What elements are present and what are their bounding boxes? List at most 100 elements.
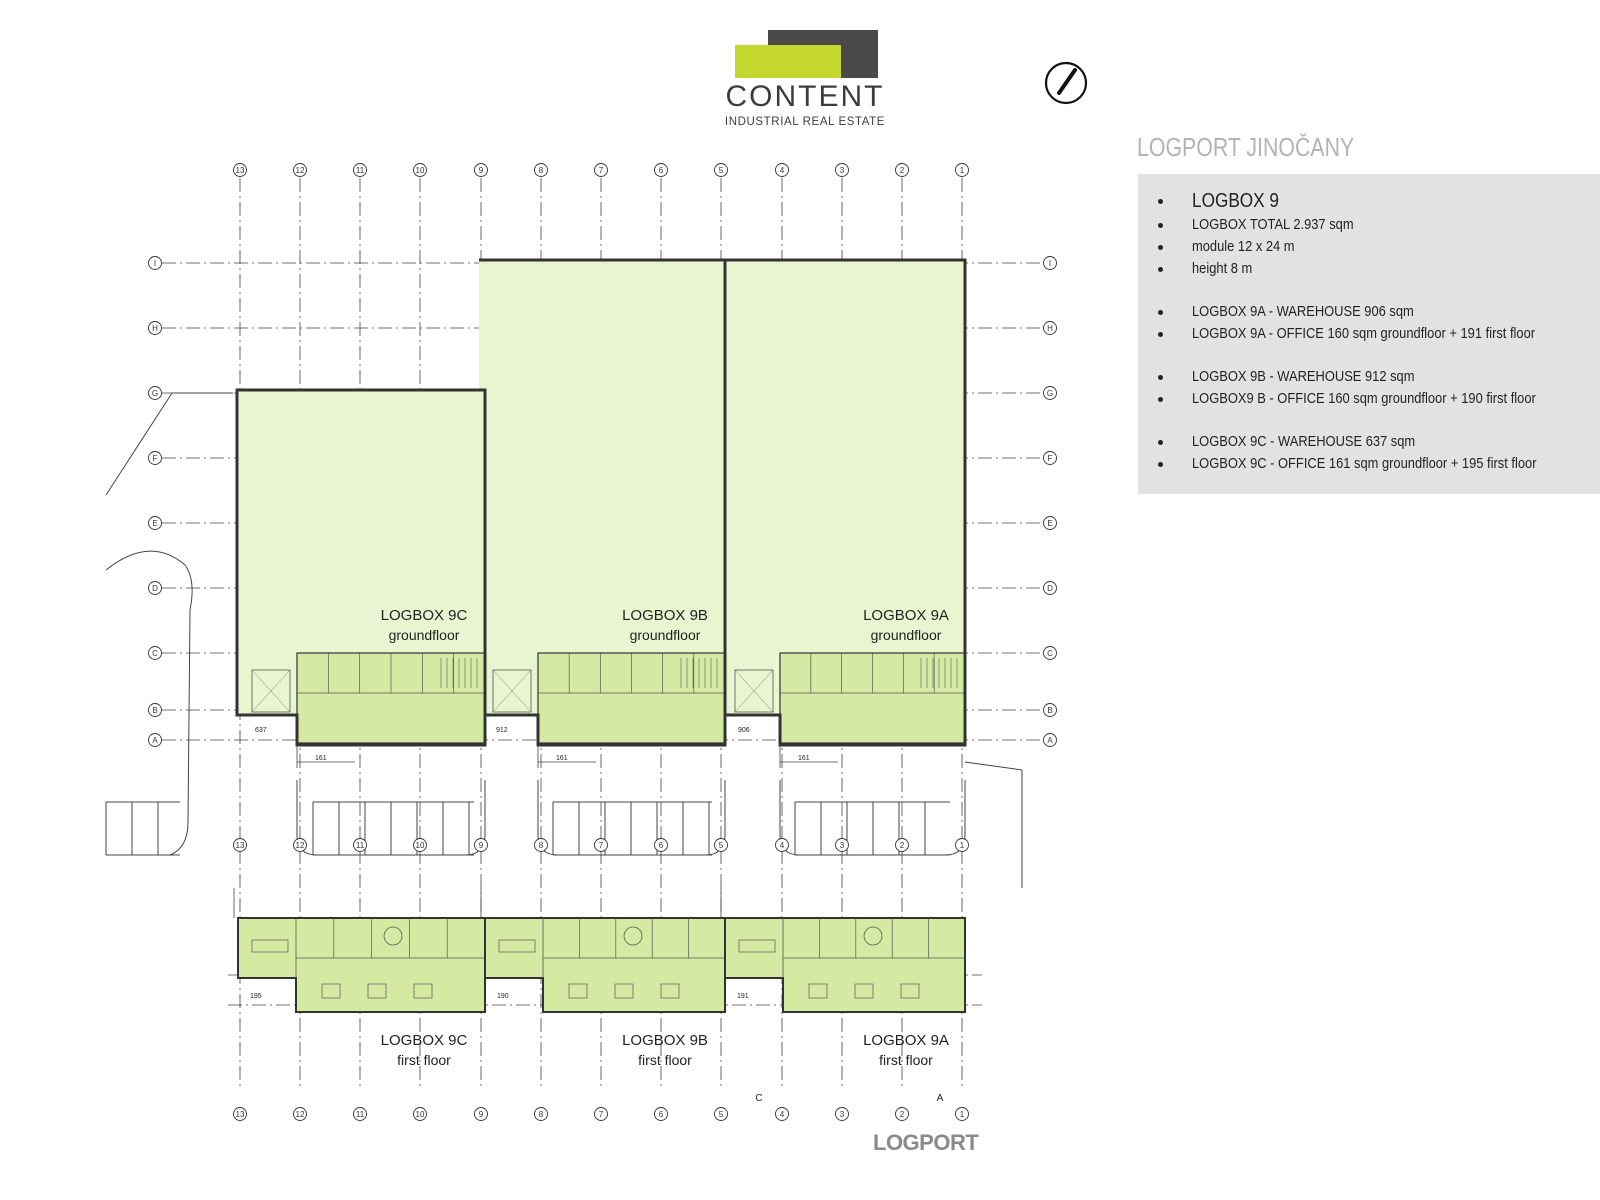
dock-area-label: 906	[738, 727, 750, 734]
grid-bubble-label: E	[152, 519, 157, 528]
desk	[321, 983, 341, 999]
grid-bubble	[413, 163, 427, 177]
grid-bubble	[148, 386, 162, 400]
grid-bubble-label: 11	[356, 1110, 365, 1119]
info-item: LOGBOX 9	[1152, 188, 1593, 214]
grid-bubble	[233, 1107, 247, 1121]
first-floor-office-2	[724, 917, 966, 1013]
grid-bubble	[233, 838, 247, 852]
info-item: LOGBOX 9A - OFFICE 160 sqm groundfloor +…	[1152, 323, 1593, 345]
grid-bubble	[594, 1107, 608, 1121]
grid-bubble-label: 3	[840, 166, 845, 175]
grid-bubble	[895, 1107, 909, 1121]
grid-bubble-label: 9	[479, 166, 484, 175]
desk	[614, 983, 634, 999]
grid-bubble	[148, 581, 162, 595]
grid-bubble-label: I	[154, 259, 156, 268]
grid-bubble	[835, 163, 849, 177]
grid-bubble-label: 13	[236, 1110, 245, 1119]
grid-bubble-label: 1	[960, 1110, 965, 1119]
grid-bubble	[353, 838, 367, 852]
ff-area-label: 195	[250, 993, 262, 1000]
grid-bubble-label: 7	[599, 841, 604, 850]
grid-bubble	[594, 163, 608, 177]
dock-door-box	[492, 669, 532, 713]
grid-bubble-label: 12	[296, 166, 305, 175]
logo-wordmark: CONTENT	[725, 80, 885, 113]
unit-label-level: groundfloor	[871, 627, 942, 643]
dock-door-box	[251, 669, 291, 713]
grid-bubble-label: 2	[900, 841, 905, 850]
grid-bubble-label: C	[152, 649, 158, 658]
info-item-text: LOGBOX 9C - WAREHOUSE 637 sqm	[1192, 433, 1416, 450]
info-panel: LOGBOX 9 LOGBOX TOTAL 2.937 sqm module 1…	[1138, 174, 1600, 494]
desk	[367, 983, 387, 999]
grid-bubble	[1043, 451, 1057, 465]
desk	[808, 983, 828, 999]
grid-bubble-label: 8	[539, 841, 544, 850]
grid-bubble	[474, 838, 488, 852]
grid-bubble	[654, 163, 668, 177]
meeting-table	[251, 939, 289, 953]
grid-bubble	[654, 1107, 668, 1121]
grid-bubble	[233, 163, 247, 177]
spiral-stair	[383, 926, 403, 946]
grid-bubble-label: 1	[960, 841, 965, 850]
grid-bubble	[1043, 581, 1057, 595]
grid-bubble	[148, 646, 162, 660]
content-logo: CONTENT INDUSTRIAL REAL ESTATE	[700, 28, 910, 138]
dock-door-box	[734, 669, 774, 713]
grid-bubble	[895, 838, 909, 852]
unit-label-level: groundfloor	[389, 627, 460, 643]
grid-bubble-label: D	[1047, 584, 1053, 593]
info-item: LOGBOX9 B - OFFICE 160 sqm groundfloor +…	[1152, 388, 1593, 410]
grid-bubble	[1043, 646, 1057, 660]
grid-bubble-label: 6	[659, 1110, 664, 1119]
grid-bubble	[594, 838, 608, 852]
grid-bubble	[775, 1107, 789, 1121]
site-edge-line	[105, 392, 233, 496]
grid-bubble	[1043, 703, 1057, 717]
info-item: LOGBOX TOTAL 2.937 sqm	[1152, 214, 1593, 236]
grid-bubble	[1043, 516, 1057, 530]
info-item-text: height 8 m	[1192, 260, 1253, 277]
logport-logo: LOGPORT	[873, 1130, 979, 1155]
warehouse-9a-fill	[725, 260, 965, 715]
desk	[854, 983, 874, 999]
first-floor-office-1	[484, 917, 726, 1013]
grid-bubble-label: 8	[539, 1110, 544, 1119]
info-item-text: LOGBOX 9A - OFFICE 160 sqm groundfloor +…	[1192, 325, 1536, 342]
info-item: LOGBOX 9B - WAREHOUSE 912 sqm	[1152, 366, 1593, 388]
grid-bubble-label: 4	[780, 1110, 785, 1119]
grid-bubble-label: 12	[296, 841, 305, 850]
grid-bubble-label: 11	[356, 841, 365, 850]
info-list: LOGBOX 9 LOGBOX TOTAL 2.937 sqm module 1…	[1152, 188, 1593, 475]
grid-bubble	[1043, 733, 1057, 747]
unit-label-level: groundfloor	[630, 627, 701, 643]
grid-bubble-label: 6	[659, 841, 664, 850]
logo-lime-block	[735, 45, 841, 78]
grid-bubble-label: F	[153, 454, 158, 463]
grid-bubble-label: 7	[599, 166, 604, 175]
grid-bubble	[413, 838, 427, 852]
dock-door-diag	[734, 669, 774, 713]
logo-tagline: INDUSTRIAL REAL ESTATE	[724, 116, 886, 128]
grid-bubble	[1043, 386, 1057, 400]
grid-bubble	[148, 703, 162, 717]
info-item-text: LOGBOX 9C - OFFICE 161 sqm groundfloor +…	[1192, 455, 1537, 472]
info-item: module 12 x 24 m	[1152, 236, 1593, 258]
grid-bubble	[835, 1107, 849, 1121]
project-title: LOGPORT JINOČANY	[1137, 132, 1355, 162]
grid-bubble-label: 7	[599, 1110, 604, 1119]
info-item-text: LOGBOX9 B - OFFICE 160 sqm groundfloor +…	[1192, 390, 1536, 407]
info-item-text: LOGBOX 9	[1192, 190, 1279, 212]
grid-bubble-label: B	[152, 706, 157, 715]
grid-bubble	[534, 1107, 548, 1121]
warehouse-9b-fill	[479, 260, 725, 715]
dock-area-label: 912	[496, 727, 508, 734]
grid-bubble	[955, 1107, 969, 1121]
grid-bubble	[293, 163, 307, 177]
grid-bubble	[293, 838, 307, 852]
spiral-stair	[863, 926, 883, 946]
